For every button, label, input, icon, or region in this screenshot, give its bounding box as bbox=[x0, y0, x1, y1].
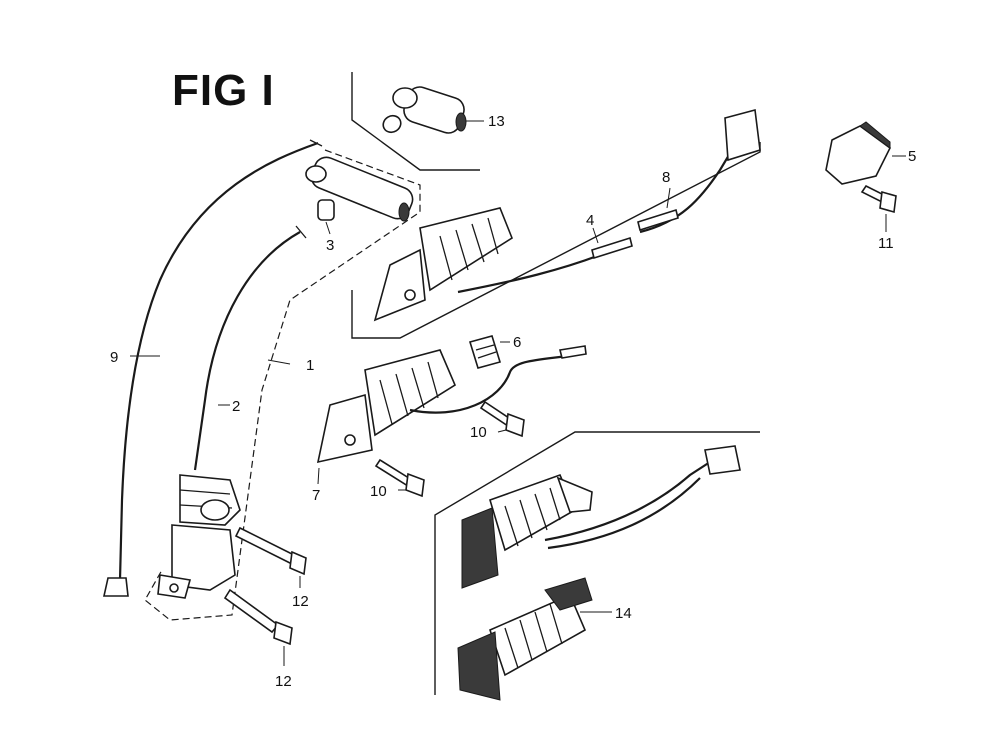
wire-harness-8 bbox=[639, 139, 739, 234]
leader-3 bbox=[325, 221, 331, 235]
callout-9: 9 bbox=[110, 349, 118, 366]
callout-5: 5 bbox=[908, 148, 916, 165]
charge-coil-upper bbox=[373, 207, 513, 322]
callout-4: 4 bbox=[586, 212, 594, 229]
callout-12-upper: 12 bbox=[292, 593, 309, 610]
bolt-12-upper bbox=[234, 526, 307, 576]
figure-title: FIG I bbox=[172, 66, 275, 115]
callout-10-lower: 10 bbox=[370, 483, 387, 500]
high-tension-cord-2 bbox=[193, 231, 301, 471]
bolt-10-lower bbox=[374, 458, 425, 498]
callout-8: 8 bbox=[662, 169, 670, 186]
stator-coil-14-upper bbox=[461, 473, 593, 589]
callout-7: 7 bbox=[312, 487, 320, 504]
leader-10-upper bbox=[497, 429, 507, 433]
group-frame-top bbox=[351, 72, 480, 171]
stator-coil-14-lower bbox=[457, 577, 593, 701]
callout-11: 11 bbox=[878, 235, 894, 252]
callout-14: 14 bbox=[615, 605, 632, 622]
callout-2: 2 bbox=[232, 398, 240, 415]
spark-plug-cap-13 bbox=[382, 86, 467, 134]
bolt-11 bbox=[860, 184, 897, 214]
group-frame-middle bbox=[351, 142, 761, 339]
spark-plug-cap-3 bbox=[305, 156, 414, 222]
leader-1 bbox=[267, 359, 291, 365]
exciter-coil-7 bbox=[316, 349, 457, 464]
exciter-lead bbox=[409, 353, 576, 414]
wire-9 bbox=[118, 141, 319, 581]
leader-4 bbox=[592, 227, 599, 244]
ignition-coil-group-outline bbox=[144, 149, 421, 621]
group-frame-bottom bbox=[434, 431, 760, 695]
leader-7 bbox=[317, 467, 320, 485]
callout-6: 6 bbox=[513, 334, 521, 351]
bolt-10-upper bbox=[479, 400, 525, 438]
callout-1: 1 bbox=[306, 357, 314, 374]
ignition-coil-1 bbox=[157, 474, 241, 599]
callout-13: 13 bbox=[488, 113, 505, 130]
callout-12-lower: 12 bbox=[275, 673, 292, 690]
leader-8 bbox=[666, 187, 671, 209]
callout-3: 3 bbox=[326, 237, 334, 254]
bolt-12-lower bbox=[223, 588, 293, 646]
terminal-9 bbox=[103, 577, 129, 597]
stator-lead bbox=[544, 461, 711, 542]
callout-10-upper: 10 bbox=[470, 424, 487, 441]
bracket-5 bbox=[825, 121, 892, 185]
grommet-6 bbox=[468, 335, 502, 369]
